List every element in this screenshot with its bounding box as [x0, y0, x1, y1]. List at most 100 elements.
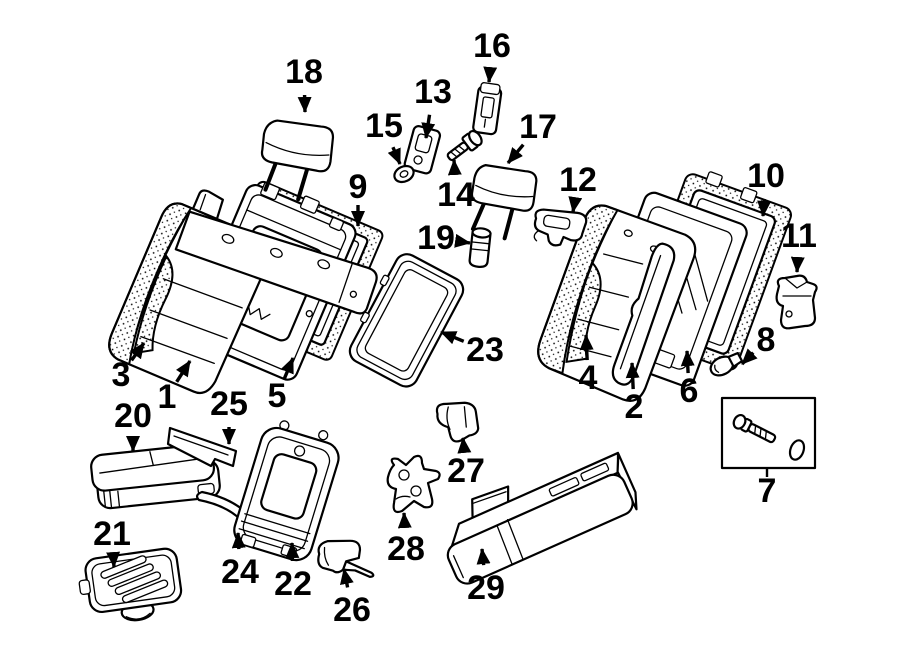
callout-leader-line [397, 512, 412, 529]
callout-number: 27 [447, 452, 485, 490]
callout-number: 14 [437, 176, 475, 214]
callout-number: 13 [414, 73, 452, 111]
callout-24: 24 [221, 532, 259, 591]
callout-number: 18 [285, 53, 323, 91]
callout-number: 2 [625, 388, 644, 426]
part-7-hardware-kit [720, 396, 817, 470]
callout-leader-line [740, 348, 758, 366]
part-18-headrest-left [260, 119, 335, 202]
callout-number: 25 [210, 385, 248, 423]
callout-number: 12 [559, 161, 597, 199]
callout-leader-line [106, 551, 121, 568]
callout-leader-line [340, 568, 354, 588]
callout-11: 11 [781, 217, 817, 273]
callout-14: 14 [437, 159, 475, 214]
callout-22: 22 [274, 542, 312, 603]
callout-18: 18 [285, 53, 323, 113]
callout-26: 26 [333, 568, 371, 629]
callout-leader-line [625, 362, 640, 390]
callout-number: 20 [114, 397, 152, 435]
callout-number: 7 [758, 472, 777, 510]
callout-leader-line [280, 357, 295, 381]
part-20-folding-armrest [90, 443, 221, 510]
callout-leader-line [454, 233, 471, 248]
callout-number: 10 [747, 157, 785, 195]
callout-number: 1 [158, 378, 177, 416]
callout-number: 24 [221, 553, 259, 591]
callout-leader-line [680, 350, 695, 374]
callout-leader-line [421, 114, 436, 139]
callout-23: 23 [440, 330, 504, 369]
callout-25: 25 [210, 385, 248, 445]
callout-4: 4 [579, 334, 598, 397]
callout-9: 9 [349, 168, 368, 227]
callout-13: 13 [414, 73, 452, 139]
callout-number: 22 [274, 565, 312, 603]
part-26-hinge-cover-left [317, 539, 375, 579]
callout-number: 16 [473, 27, 511, 65]
callout-leader-line [387, 146, 402, 165]
callout-28: 28 [387, 512, 425, 568]
callout-leader-line [457, 437, 472, 454]
callout-leader-line [790, 256, 805, 273]
callout-number: 5 [268, 377, 287, 415]
callout-number: 19 [417, 219, 455, 257]
callout-1: 1 [158, 360, 192, 416]
part-1-seat-back-cover-left [108, 189, 378, 395]
part-23-rear-trim-panel [348, 253, 465, 388]
callout-leader-line [231, 532, 246, 550]
callout-leader-line [579, 334, 594, 361]
callout-3: 3 [112, 342, 146, 394]
callout-number: 3 [112, 356, 131, 394]
callout-27: 27 [447, 437, 485, 490]
callout-19: 19 [417, 219, 471, 257]
parts-illustrations [78, 82, 818, 622]
callout-number: 9 [349, 168, 368, 206]
callout-29: 29 [467, 548, 505, 607]
callout-16: 16 [473, 27, 511, 83]
callout-number: 21 [93, 515, 131, 553]
callout-number: 17 [519, 108, 557, 146]
callout-number: 4 [579, 359, 598, 397]
callout-leader-line [175, 360, 192, 383]
callout-number: 26 [333, 591, 371, 629]
callout-8: 8 [740, 321, 776, 366]
callout-number: 23 [466, 331, 504, 369]
part-11-side-bracket [775, 274, 818, 330]
part-21-cup-holder [78, 547, 183, 622]
part-2-seat-back-cover-right [537, 204, 697, 402]
callout-20: 20 [114, 397, 152, 452]
callout-number: 11 [781, 217, 817, 255]
part-25-mounting-strip [166, 426, 238, 468]
callout-7: 7 [758, 469, 777, 510]
callout-leader-line [506, 143, 525, 165]
callout-6: 6 [680, 350, 699, 410]
callout-number: 6 [680, 372, 699, 410]
part-12-latch-handle [533, 208, 588, 247]
part-16-headrest-guide-sleeve [472, 82, 503, 136]
callout-12: 12 [559, 161, 597, 213]
callout-10: 10 [747, 157, 785, 217]
part-27-hinge-cover-upper [435, 401, 480, 443]
part-17-headrest-right [470, 164, 538, 241]
callout-21: 21 [93, 515, 131, 568]
callout-leader-line [476, 548, 491, 566]
callout-number: 15 [365, 107, 403, 145]
part-19-release-button [468, 227, 492, 268]
callout-17: 17 [506, 108, 557, 165]
callout-number: 28 [387, 530, 425, 568]
part-22-armrest-frame [233, 420, 340, 562]
callout-15: 15 [365, 107, 403, 165]
callout-leader-line [568, 196, 583, 213]
callout-leader-line [440, 330, 465, 345]
callout-leader-line [757, 198, 772, 217]
callout-number: 8 [757, 321, 776, 359]
part-29-ski-sack [446, 451, 638, 585]
part-14-bolt [446, 129, 483, 162]
callout-leader-line [483, 66, 498, 83]
callout-5: 5 [268, 357, 295, 415]
part-28-latch-bracket [386, 454, 441, 514]
